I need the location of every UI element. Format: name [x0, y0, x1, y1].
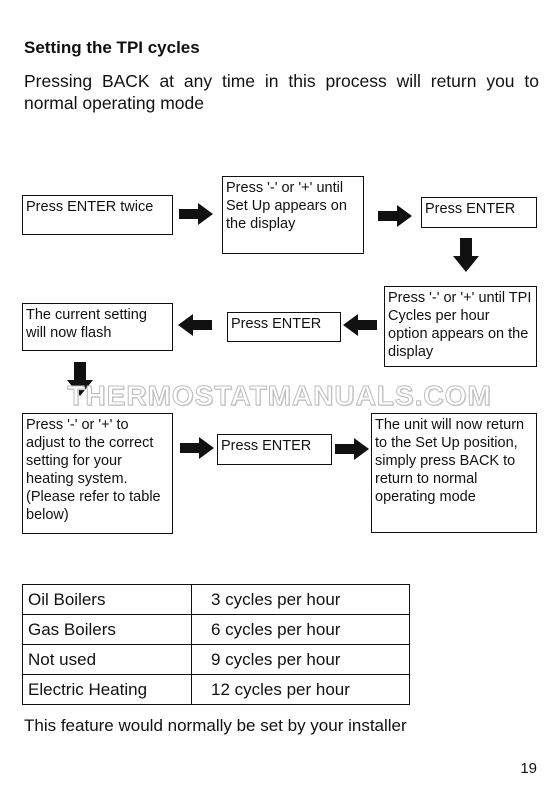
table-row: Electric Heating 12 cycles per hour [22, 674, 410, 705]
installer-note: This feature would normally be set by yo… [24, 716, 407, 735]
flow-step-select-setup: Press '-' or '+' until Set Up appears on… [222, 176, 364, 254]
boiler-type-cell: Not used [22, 644, 192, 675]
boiler-type-cell: Electric Heating [22, 674, 192, 705]
cycles-cell: 3 cycles per hour [191, 584, 410, 615]
flow-step-press-enter: Press ENTER [421, 197, 537, 228]
table-row: Not used 9 cycles per hour [22, 644, 410, 675]
left-arrow-icon [178, 314, 212, 336]
boiler-type-cell: Oil Boilers [22, 584, 192, 615]
right-arrow-icon [378, 205, 412, 227]
watermark: THERMOSTATMANUALS.COM [67, 380, 492, 412]
section-title: Setting the TPI cycles [24, 38, 200, 57]
cycles-cell: 6 cycles per hour [191, 614, 410, 645]
right-arrow-icon [180, 437, 214, 459]
right-arrow-icon [179, 203, 213, 225]
flow-step-adjust-setting: Press '-' or '+' to adjust to the correc… [22, 413, 173, 534]
left-arrow-icon [343, 314, 377, 336]
boiler-type-cell: Gas Boilers [22, 614, 192, 645]
flow-step-setting-flashes: The current setting will now flash [22, 303, 173, 351]
cycles-cell: 12 cycles per hour [191, 674, 410, 705]
tpi-cycles-table: Oil Boilers 3 cycles per hour Gas Boiler… [22, 584, 410, 705]
flow-step-select-tpi-cycles: Press '-' or '+' until TPI Cycles per ho… [384, 286, 537, 367]
down-arrow-icon [67, 362, 93, 396]
right-arrow-icon [335, 438, 369, 460]
table-row: Gas Boilers 6 cycles per hour [22, 614, 410, 645]
flow-step-press-enter: Press ENTER [227, 312, 341, 342]
flow-step-press-enter: Press ENTER [217, 434, 332, 465]
flow-step-return-to-normal: The unit will now return to the Set Up p… [371, 413, 537, 533]
cycles-cell: 9 cycles per hour [191, 644, 410, 675]
page-number: 19 [520, 760, 537, 777]
down-arrow-icon [453, 238, 479, 272]
intro-paragraph: Pressing BACK at any time in this proces… [24, 71, 539, 113]
flow-step-press-enter-twice: Press ENTER twice [22, 195, 173, 235]
table-row: Oil Boilers 3 cycles per hour [22, 584, 410, 615]
